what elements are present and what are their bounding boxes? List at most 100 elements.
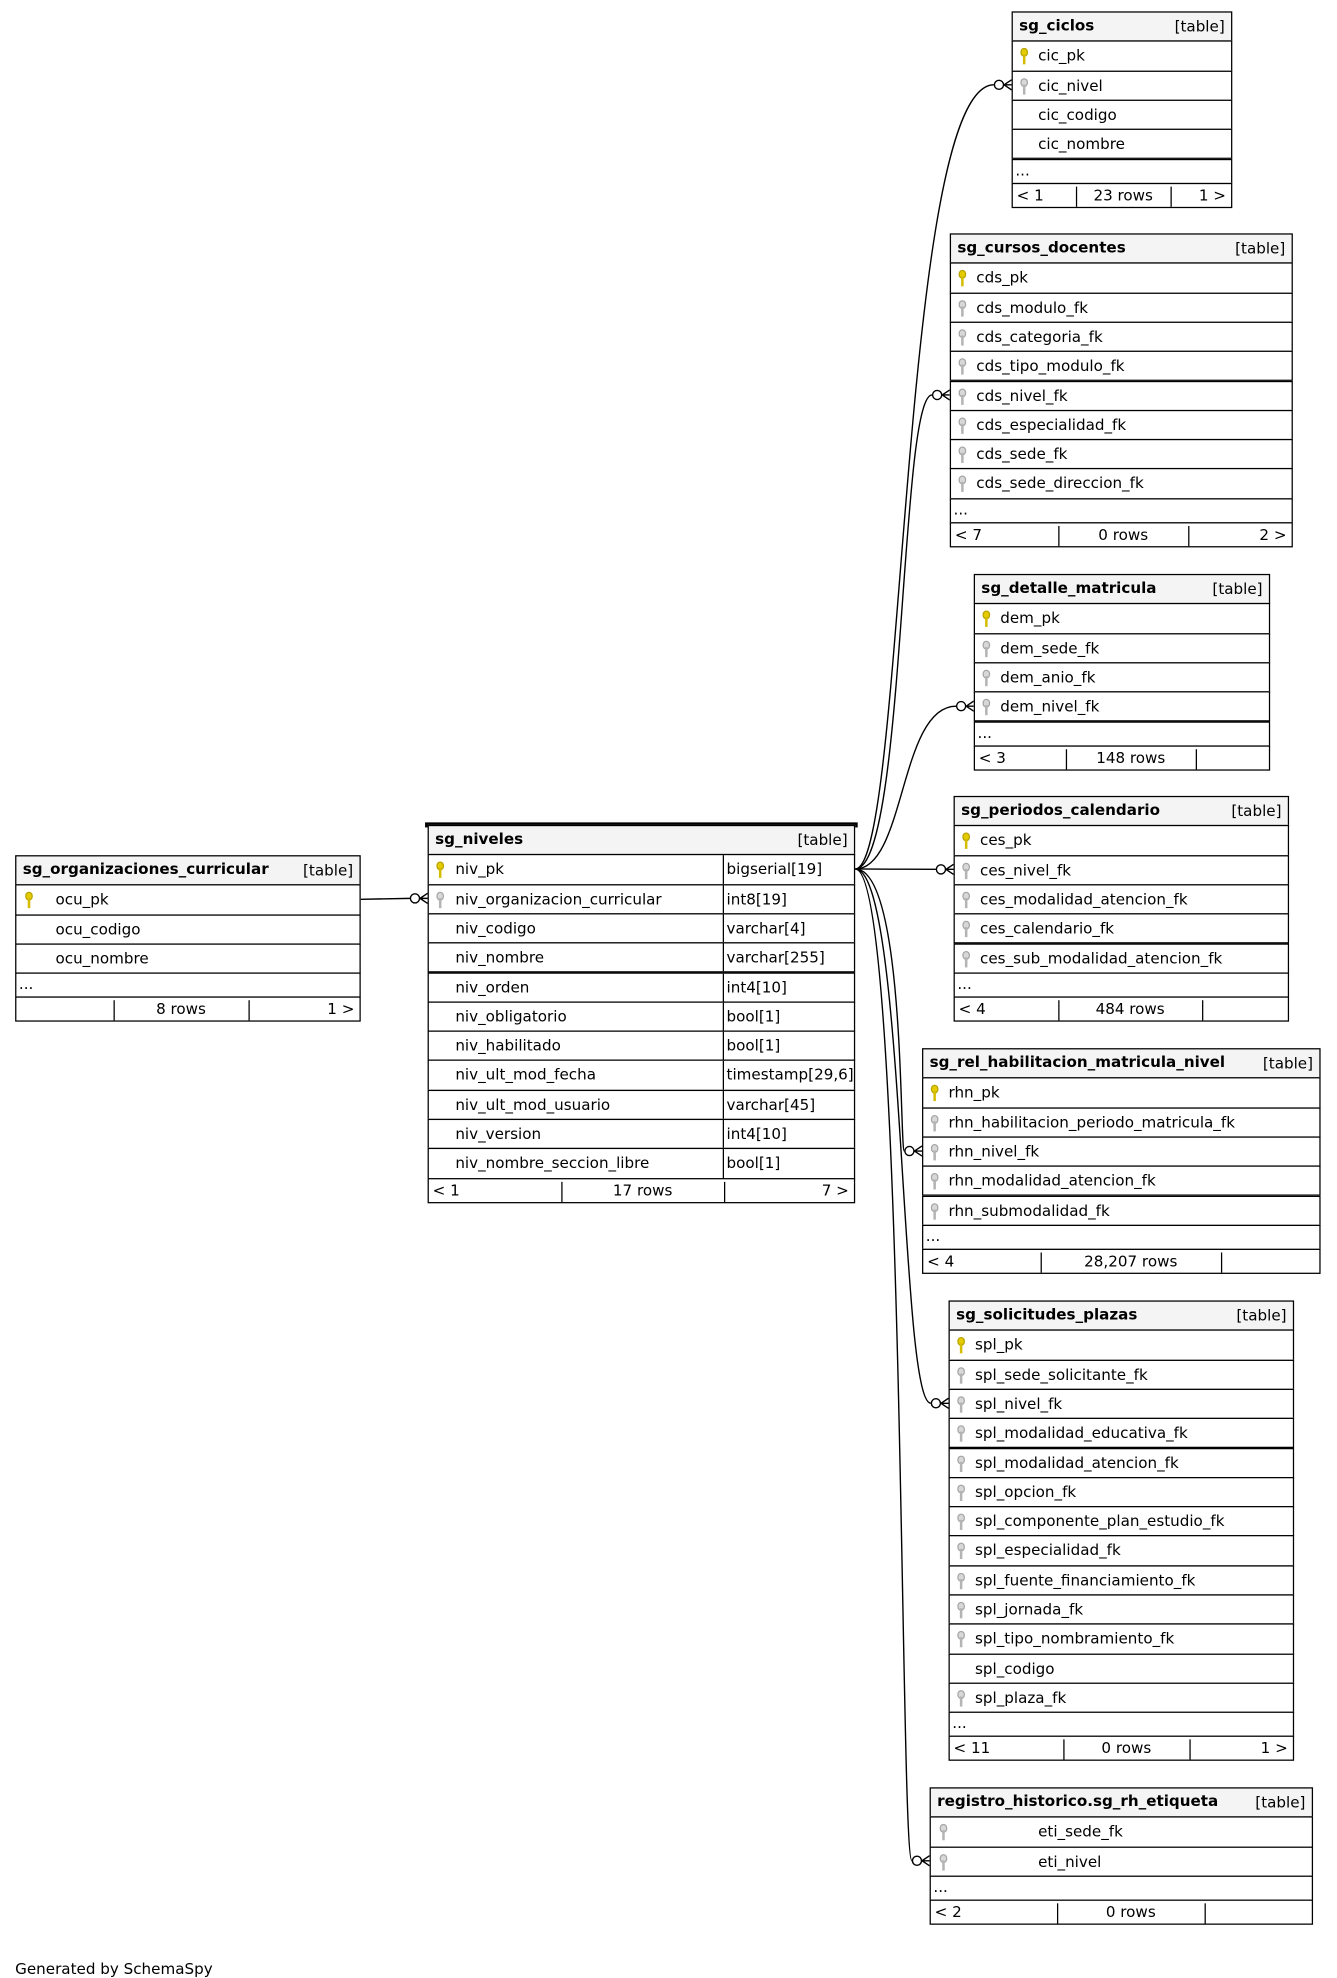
column-row[interactable]: cic_pk	[1012, 41, 1233, 72]
column-row[interactable]: spl_tipo_nombramiento_fk	[949, 1624, 1295, 1655]
column-name: spl_jornada_fk	[975, 1601, 1083, 1619]
table-header[interactable]: sg_rel_habilitacion_matricula_nivel [tabl…	[922, 1048, 1321, 1079]
column-row[interactable]: spl_modalidad_educativa_fk	[949, 1418, 1295, 1449]
table-name: sg_rel_habilitacion_matricula_nivel	[930, 1053, 1226, 1071]
column-name: eti_sede_fk	[1038, 1823, 1123, 1841]
column-row[interactable]: spl_especialidad_fk	[949, 1536, 1295, 1567]
column-row[interactable]: cic_nivel	[1012, 70, 1233, 101]
column-name: niv_ult_mod_usuario	[455, 1096, 610, 1114]
parent-count[interactable]: < 3	[979, 749, 1006, 767]
column-row[interactable]: ocu_nombre	[15, 943, 361, 974]
column-row[interactable]: eti_sede_fk	[930, 1817, 1313, 1848]
column-row[interactable]: spl_nivel_fk	[949, 1389, 1295, 1420]
column-row[interactable]: rhn_pk	[922, 1078, 1321, 1109]
foreign-key-icon	[984, 670, 989, 686]
parent-count[interactable]: < 1	[1017, 186, 1044, 204]
column-row[interactable]: ocu_codigo	[15, 914, 361, 945]
column-row[interactable]: cds_sede_fk	[950, 439, 1293, 470]
child-count[interactable]: 1 >	[327, 1000, 354, 1018]
foreign-key-icon	[960, 447, 965, 463]
column-name: spl_codigo	[975, 1659, 1055, 1677]
table-header[interactable]: sg_periodos_calendario[table]	[954, 796, 1290, 827]
column-row[interactable]: niv_ult_mod_usuario varchar[45]	[428, 1089, 856, 1120]
column-name: spl_especialidad_fk	[975, 1542, 1121, 1560]
column-row[interactable]: dem_anio_fk	[974, 662, 1270, 693]
column-type: varchar[4]	[727, 919, 806, 937]
child-count[interactable]: 7 >	[822, 1181, 849, 1199]
column-row[interactable]: cds_modulo_fk	[950, 292, 1293, 323]
table-header[interactable]: registro_historico.sg_rh_etiqueta[table]	[930, 1787, 1313, 1818]
column-name: dem_sede_fk	[1000, 639, 1099, 657]
column-row[interactable]: dem_pk	[974, 603, 1270, 634]
column-row[interactable]: cds_tipo_modulo_fk	[950, 351, 1293, 382]
column-row[interactable]: rhn_modalidad_atencion_fk	[922, 1166, 1321, 1197]
table-kind: [table]	[1263, 1054, 1313, 1072]
child-count[interactable]: 2 >	[1259, 526, 1286, 544]
table-header[interactable]: sg_organizaciones_curricular[table]	[15, 855, 361, 886]
parent-count[interactable]: < 11	[954, 1740, 991, 1758]
column-row[interactable]: rhn_nivel_fk	[922, 1136, 1321, 1167]
column-row[interactable]: spl_fuente_financiamiento_fk	[949, 1565, 1295, 1596]
row-count: 23 rows	[1076, 186, 1171, 204]
column-row[interactable]: ces_sub_modalidad_atencion_fk	[954, 943, 1290, 974]
column-type: varchar[255]	[727, 949, 825, 967]
column-row[interactable]: spl_plaza_fk	[949, 1682, 1295, 1713]
table-header[interactable]: sg_detalle_matricula[table]	[974, 574, 1270, 605]
column-row[interactable]: ces_nivel_fk	[954, 855, 1290, 886]
row-count: 484 rows	[1058, 1000, 1202, 1018]
primary-key-icon	[438, 862, 443, 878]
column-row[interactable]: cds_especialidad_fk	[950, 410, 1293, 441]
table-header[interactable]: sg_solicitudes_plazas[table]	[949, 1300, 1295, 1331]
column-row[interactable]: spl_componente_plan_estudio_fk	[949, 1506, 1295, 1537]
column-row[interactable]: cds_pk	[950, 263, 1293, 294]
column-row[interactable]: cds_sede_direccion_fk	[950, 468, 1293, 499]
column-row[interactable]: eti_nivel	[930, 1846, 1313, 1877]
column-row[interactable]: spl_opcion_fk	[949, 1477, 1295, 1508]
column-row[interactable]: spl_sede_solicitante_fk	[949, 1359, 1295, 1390]
edge-sg-rel-habilitacion-matricula-nivel-many-marker	[914, 1146, 922, 1156]
column-row[interactable]: ocu_pk	[15, 885, 361, 916]
column-row[interactable]: spl_modalidad_atencion_fk	[949, 1447, 1295, 1478]
parent-count[interactable]: < 4	[959, 1000, 986, 1018]
table-header[interactable]: sg_niveles[table]	[428, 825, 856, 856]
column-row[interactable]: ces_modalidad_atencion_fk	[954, 884, 1290, 915]
column-row[interactable]: rhn_submodalidad_fk	[922, 1195, 1321, 1226]
column-row[interactable]: ces_pk	[954, 825, 1290, 856]
column-name: dem_pk	[1000, 610, 1060, 628]
column-row[interactable]: cds_categoria_fk	[950, 321, 1293, 352]
parent-count[interactable]: < 4	[927, 1252, 954, 1270]
column-row[interactable]: rhn_habilitacion_periodo_matricula_fk	[922, 1107, 1321, 1138]
column-row[interactable]: dem_nivel_fk	[974, 691, 1270, 722]
ellipsis: ...	[19, 975, 33, 993]
table-header[interactable]: sg_ciclos[table]	[1012, 11, 1233, 42]
column-row[interactable]: spl_pk	[949, 1330, 1295, 1361]
parent-count[interactable]: < 1	[433, 1181, 460, 1199]
column-row[interactable]: cic_codigo	[1012, 100, 1233, 131]
column-type: int4[10]	[727, 978, 787, 996]
column-row[interactable]: spl_jornada_fk	[949, 1594, 1295, 1625]
column-row[interactable]: dem_sede_fk	[974, 633, 1270, 664]
table-header[interactable]: sg_cursos_docentes[table]	[950, 233, 1293, 264]
child-count[interactable]: 1 >	[1199, 186, 1226, 204]
table-name: sg_detalle_matricula	[981, 579, 1156, 597]
child-count[interactable]: 1 >	[1261, 1740, 1288, 1758]
column-row[interactable]: cds_nivel_fk	[950, 380, 1293, 411]
edge-registro-historico-sg-rh-etiqueta-optional-marker	[912, 1856, 921, 1865]
column-type: varchar[45]	[727, 1096, 816, 1114]
column-row[interactable]: ces_calendario_fk	[954, 913, 1290, 944]
column-row[interactable]: cic_nombre	[1012, 129, 1233, 160]
parent-count[interactable]: < 7	[955, 526, 982, 544]
parent-count[interactable]: < 2	[935, 1903, 962, 1921]
column-row[interactable]: spl_codigo	[949, 1653, 1295, 1684]
